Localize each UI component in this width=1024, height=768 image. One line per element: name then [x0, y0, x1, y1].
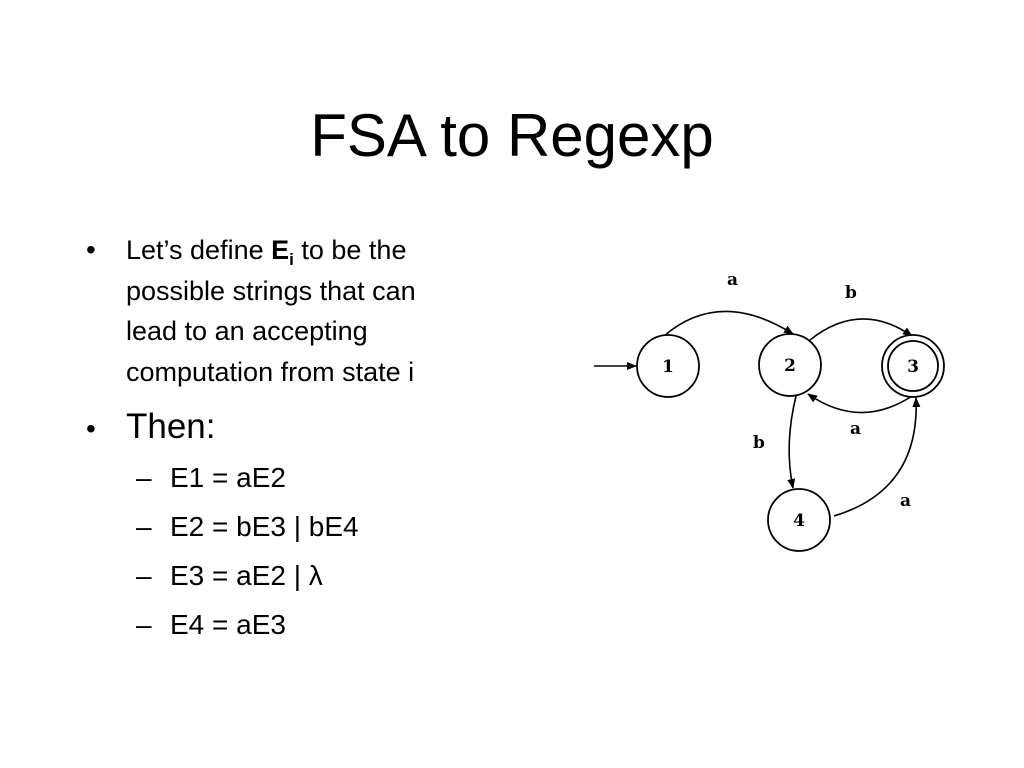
state-1-label: 1 — [662, 357, 674, 377]
definition-line-1: Let’s define Ei to be the — [126, 235, 407, 269]
definition-line-2: possible strings that can — [126, 275, 416, 306]
fsa-diagram: a b a b a 1 2 3 4 — [594, 270, 945, 552]
equation-e3: –E3 = aE2 | λ — [136, 558, 323, 594]
transition-label-2-3: b — [845, 283, 857, 303]
bullet-then-text: Then: — [126, 407, 216, 446]
state-3-outer — [881, 334, 945, 398]
bullet-marker: • — [86, 413, 96, 444]
state-4 — [767, 488, 831, 552]
definition-line-3: lead to an accepting — [126, 316, 368, 346]
transition-4-3 — [833, 397, 921, 517]
equation-e4: –E4 = aE3 — [136, 607, 286, 643]
transition-label-3-2: a — [850, 419, 861, 439]
equation-e2: –E2 = bE3 | bE4 — [136, 509, 359, 545]
transition-3-2 — [807, 393, 913, 414]
state-2-label: 2 — [784, 356, 796, 376]
dash-marker: – — [136, 462, 152, 493]
transition-label-4-3: a — [900, 491, 911, 511]
state-3-label: 3 — [907, 357, 919, 377]
state-3-inner — [887, 340, 939, 392]
ei-symbol: Ei — [271, 235, 294, 269]
transition-2-3 — [809, 318, 913, 341]
dash-marker: – — [136, 560, 152, 591]
state-4-label: 4 — [793, 511, 805, 531]
dash-marker: – — [136, 511, 152, 542]
state-1 — [636, 334, 700, 398]
transition-label-2-4: b — [753, 433, 765, 453]
slide-title: FSA to Regexp — [310, 102, 714, 169]
transition-label-1-2: a — [727, 270, 738, 290]
definition-line-4: computation from state i — [126, 356, 415, 387]
dash-marker: – — [136, 609, 152, 640]
transition-1-2 — [663, 310, 794, 337]
transition-2-4 — [787, 395, 797, 489]
bullet-definition-text: Let’s define Ei to be the possible strin… — [126, 230, 416, 392]
bullet-marker: • — [86, 234, 96, 265]
equation-e1: –E1 = aE2 — [136, 460, 286, 496]
state-2 — [758, 333, 822, 397]
